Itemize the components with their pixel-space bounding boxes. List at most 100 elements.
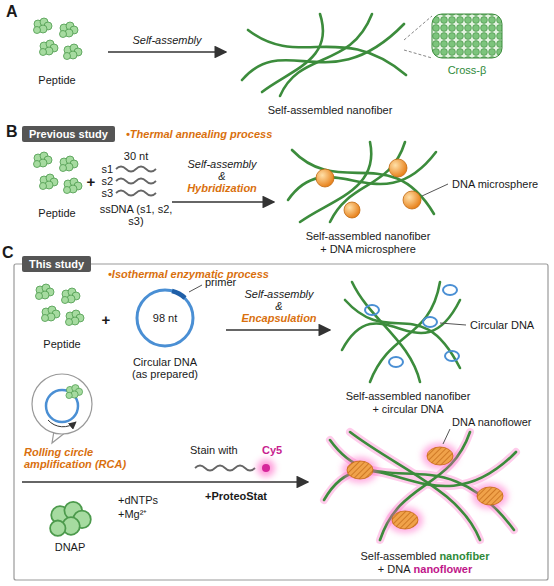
- method-label: •Thermal annealing process: [126, 128, 272, 140]
- method-label: •Isothermal enzymatic process: [108, 268, 269, 280]
- ssdna-strand: [116, 179, 156, 184]
- panel-letter: A: [6, 3, 18, 20]
- process-label: Stain with: [190, 444, 238, 456]
- length-label: 98 nt: [153, 312, 177, 324]
- cross-beta-bundle: [432, 14, 502, 58]
- result-label: Self-assembled nanofiber: [346, 390, 471, 402]
- result-label: Self-assembled nanofiber: [306, 230, 431, 242]
- process-arrow: [22, 481, 308, 483]
- ssdna-probe: [195, 466, 255, 471]
- dna-nanoflower: [477, 487, 503, 505]
- nanoflower-glow: [472, 483, 508, 509]
- nanofiber: [292, 150, 434, 214]
- callout-label: DNA nanoflower: [452, 416, 532, 428]
- component-label: DNAP: [55, 541, 86, 553]
- process-label: Self-assembly: [244, 288, 313, 300]
- process-label: Encapsulation: [241, 312, 316, 324]
- dna-polymerase: [50, 502, 91, 536]
- result-label: + circular DNA: [372, 403, 443, 415]
- callout-bubble: [32, 374, 92, 434]
- plus-sign: +: [87, 173, 96, 190]
- nanofiber: [350, 432, 480, 540]
- circular-dna: [365, 305, 379, 315]
- leader-line: [189, 285, 202, 292]
- dna-microsphere: [316, 169, 334, 187]
- dna-nanoflower: [427, 447, 453, 465]
- panel-frame: [14, 264, 548, 580]
- process-label: &: [275, 300, 282, 312]
- ssdna-strand: [116, 191, 156, 196]
- dna-microsphere: [344, 202, 360, 218]
- result-label: nanoflower: [414, 563, 473, 575]
- primer-strand: [172, 291, 185, 298]
- nanofiber: [300, 142, 371, 222]
- process-label: Hybridization: [187, 182, 257, 194]
- process-label: Rolling circle amplification (RCA): [24, 446, 126, 470]
- dna-nanoflower: [392, 511, 418, 529]
- nanofiber: [330, 142, 405, 222]
- callout-label: primer: [205, 276, 236, 288]
- strand-label: s2: [101, 175, 113, 187]
- leader-line: [443, 429, 450, 444]
- component-label: Peptide: [38, 207, 75, 219]
- nanoflower-glow: [422, 443, 458, 469]
- process-label: Self-assembly: [187, 158, 256, 170]
- leader-line: [422, 184, 448, 196]
- result-label: + DNA: [378, 563, 411, 575]
- rotation-arrow: [48, 420, 76, 427]
- result-label: Self-assembled: [360, 550, 436, 562]
- dna-nanoflower: [347, 461, 373, 479]
- nanoflower-glow: [387, 507, 423, 533]
- process-arrow: [108, 51, 226, 53]
- strand-label: s1: [101, 163, 113, 175]
- component-label: Peptide: [43, 338, 80, 350]
- component-label: ssDNA (s1, s2, s3): [100, 203, 173, 227]
- strand-label: s3: [101, 187, 113, 199]
- dna-polymerase: [66, 385, 83, 399]
- length-label: 30 nt: [124, 150, 148, 162]
- cy5-dye: [262, 464, 270, 472]
- tag-text: This study: [29, 258, 84, 270]
- result-label: Self-assembled nanofiber: [268, 104, 393, 116]
- dna-nanoflower: [347, 461, 373, 479]
- nanofiber: [262, 14, 323, 92]
- process-arrow: [226, 329, 330, 331]
- dna-microsphere: [403, 191, 421, 209]
- nanofiber: [352, 282, 420, 382]
- dna-microsphere: [389, 159, 407, 177]
- result-label: nanofiber: [439, 550, 489, 562]
- reagent-label: +Mg²⁺: [118, 508, 147, 520]
- leader-line: [440, 323, 466, 325]
- tag-text: Previous study: [29, 128, 108, 140]
- nanofiber: [370, 282, 440, 382]
- process-label: Self-assembly: [132, 34, 201, 46]
- circular-dna: [443, 285, 457, 295]
- ssdna-strand: [116, 167, 156, 172]
- result-label: + DNA microsphere: [320, 243, 416, 255]
- study-tag: This study: [22, 256, 91, 272]
- zoom-line: [404, 16, 432, 40]
- nanofiber: [280, 14, 372, 96]
- circular-dna: [137, 290, 193, 346]
- dna-nanoflower: [392, 511, 418, 529]
- dye-label: Cy5: [262, 444, 282, 456]
- peptide-cluster: [34, 18, 83, 60]
- cy5-glow: [257, 459, 275, 477]
- nanofiber: [380, 432, 470, 540]
- reagent-label: +dNTPs: [118, 494, 158, 506]
- callout-label: DNA microsphere: [452, 178, 538, 190]
- callout-label: Circular DNA: [470, 319, 534, 331]
- panel-letter: B: [6, 123, 18, 140]
- process-arrow: [172, 201, 274, 203]
- zoom-line: [404, 50, 432, 58]
- circular-dna: [423, 317, 437, 327]
- peptide-cluster: [34, 152, 83, 194]
- nanofiber: [248, 30, 406, 75]
- nanoflower-glow: [342, 457, 378, 483]
- reagent-label: +ProteoStat: [205, 490, 267, 502]
- plus-sign: +: [102, 311, 111, 328]
- component-label: Circular DNA (as prepared): [132, 356, 198, 380]
- study-tag: Previous study: [22, 126, 115, 142]
- component-label: Peptide: [38, 74, 75, 86]
- dna-nanoflower: [477, 487, 503, 505]
